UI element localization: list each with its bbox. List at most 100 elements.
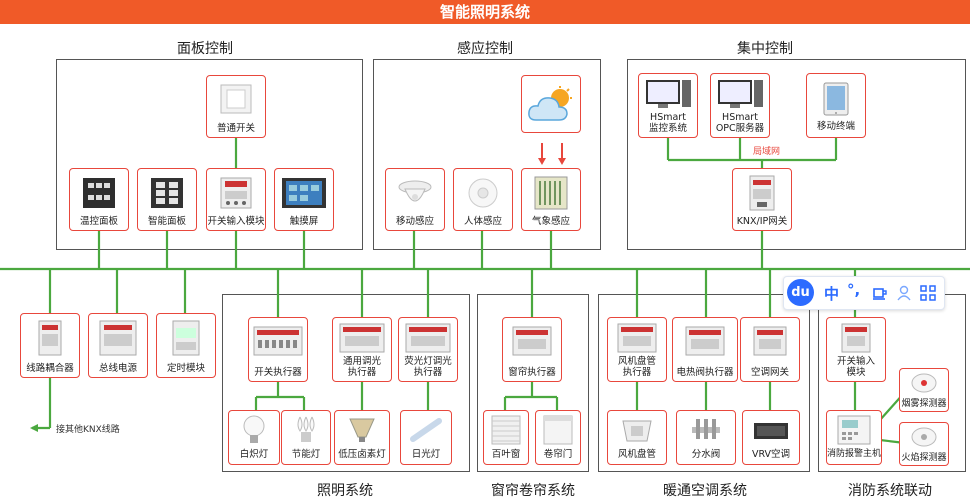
- normal-switch-device: 普通开关: [206, 75, 266, 138]
- server-pc-icon: [718, 80, 763, 108]
- timer-module-icon: [172, 320, 200, 356]
- weather-cloud-device: [521, 75, 581, 133]
- weather-station-icon: [534, 176, 568, 210]
- ime-language-button[interactable]: 中: [824, 285, 840, 303]
- vrv-ac-label: VRV空调: [751, 449, 791, 460]
- section-label-panel: 面板控制: [177, 41, 233, 57]
- lan-label: 局域网: [753, 147, 781, 157]
- vrv-ac-device: VRV空调: [742, 410, 800, 465]
- fire-alarm-host-device: 消防报警主机: [826, 410, 882, 465]
- smoke-detector-device: 烟雾探测器: [899, 368, 949, 412]
- touch-screen-icon: [282, 178, 326, 208]
- roller-door-icon: [543, 415, 573, 445]
- motion-sensor-device: 移动感应: [385, 168, 445, 231]
- bulb-icon: [243, 415, 265, 443]
- knx-ip-gateway-device: KNX/IP网关: [732, 168, 792, 231]
- hsmart-monitor-label-2: 监控系统: [648, 123, 687, 134]
- fluorescent-dimmer-icon: [405, 323, 451, 353]
- fire-alarm-host-label: 消防报警主机: [827, 449, 882, 459]
- smoke-detector-icon: [911, 373, 937, 393]
- fan-coil-actuator-icon: [617, 323, 657, 353]
- fluorescent-dimmer-label-2: 执行器: [413, 367, 443, 378]
- ac-gateway-device: 空调网关: [740, 317, 800, 382]
- fluorescent-dimmer-device: 荧光灯调光 执行器: [398, 317, 458, 382]
- section-label-lighting: 照明系统: [317, 483, 373, 499]
- section-label-central: 集中控制: [737, 41, 793, 57]
- fan-coil-device: 风机盘管: [607, 410, 667, 465]
- fan-coil-actuator-label-1: 风机盘管: [617, 356, 656, 367]
- timer-module-device: 定时模块: [156, 313, 216, 378]
- hsmart-opc-label-1: HSmart: [722, 112, 758, 123]
- hsmart-monitor-label-1: HSmart: [650, 112, 686, 123]
- line-coupler-label: 线路耦合器: [26, 363, 74, 374]
- hsmart-monitor-device: HSmart 监控系统: [638, 73, 698, 138]
- dimmer-actuator-label-1: 通用调光: [342, 356, 381, 367]
- section-label-hvac: 暖通空调系统: [663, 483, 747, 499]
- mobile-terminal-label: 移动终端: [816, 121, 855, 132]
- section-label-fire: 消防系统联动: [848, 483, 932, 499]
- fire-input-module-label-2: 模块: [846, 367, 866, 378]
- fire-input-module-icon: [841, 323, 871, 353]
- fan-coil-icon: [622, 420, 652, 442]
- incandescent-lamp-device: 白炽灯: [228, 410, 280, 465]
- cfl-lamp-device: 节能灯: [281, 410, 331, 465]
- thermo-panel-label: 温控面板: [79, 216, 118, 227]
- fire-input-module-label-1: 开关输入: [836, 356, 875, 367]
- fire-input-module-device: 开关输入 模块: [826, 317, 886, 382]
- input-module-label: 开关输入模块: [207, 216, 265, 227]
- grid-menu-icon[interactable]: [920, 285, 936, 301]
- fan-coil-actuator-label-2: 执行器: [622, 367, 652, 378]
- keypad-panel-icon: [83, 178, 115, 208]
- dimmer-actuator-device: 通用调光 执行器: [332, 317, 392, 382]
- diagram-title: 智能照明系统: [0, 0, 970, 24]
- coupler-module-icon: [38, 320, 62, 356]
- section-label-sensor: 感应控制: [457, 41, 513, 57]
- cup-icon[interactable]: [872, 285, 888, 301]
- dimmer-actuator-label-2: 执行器: [347, 367, 377, 378]
- weather-sensor-device: 气象感应: [521, 168, 581, 231]
- flame-detector-label: 火焰探测器: [901, 453, 947, 463]
- din-module-icon: [220, 177, 252, 209]
- normal-switch-label: 普通开关: [216, 123, 255, 134]
- water-valve-device: 分水阀: [676, 410, 736, 465]
- heat-valve-actuator-label: 电热阀执行器: [676, 367, 734, 378]
- ime-punctuation-button[interactable]: °,: [847, 281, 861, 299]
- blinds-device: 百叶窗: [483, 410, 529, 465]
- knx-ip-gateway-label: KNX/IP网关: [736, 216, 788, 227]
- curtain-actuator-label: 窗帘执行器: [508, 367, 556, 378]
- roller-door-label: 卷帘门: [543, 449, 573, 460]
- monitor-pc-icon: [646, 80, 691, 108]
- halogen-lamp-icon: [349, 418, 375, 442]
- flame-detector-icon: [911, 427, 937, 447]
- curtain-actuator-device: 窗帘执行器: [502, 317, 562, 382]
- wall-switch-icon: [220, 84, 252, 114]
- water-valve-icon: [692, 419, 720, 439]
- heat-valve-actuator-device: 电热阀执行器: [672, 317, 738, 382]
- thermo-panel-device: 温控面板: [69, 168, 129, 231]
- switch-actuator-label: 开关执行器: [254, 367, 302, 378]
- dimmer-actuator-icon: [339, 323, 385, 353]
- bus-power-label: 总线电源: [98, 363, 137, 374]
- human-sensor-label: 人体感应: [463, 216, 502, 227]
- smart-panel-label: 智能面板: [147, 216, 186, 227]
- blinds-icon: [491, 415, 521, 445]
- user-icon[interactable]: [896, 285, 912, 301]
- other-knx-line-label: 接其他KNX线路: [56, 425, 120, 435]
- timer-module-label: 定时模块: [166, 363, 205, 374]
- flame-detector-device: 火焰探测器: [899, 422, 949, 466]
- mobile-terminal-device: 移动终端: [806, 73, 866, 138]
- fan-coil-actuator-device: 风机盘管 执行器: [607, 317, 667, 382]
- touch-screen-label: 触摸屏: [289, 216, 319, 227]
- roller-door-device: 卷帘门: [535, 410, 581, 465]
- fluorescent-tube-device: 日光灯: [400, 410, 452, 465]
- cfl-lamp-label: 节能灯: [291, 449, 321, 460]
- motion-sensor-label: 移动感应: [395, 216, 434, 227]
- ime-logo-button[interactable]: du: [787, 279, 814, 306]
- hsmart-opc-device: HSmart OPC服务器: [710, 73, 770, 138]
- ac-gateway-label: 空调网关: [750, 367, 789, 378]
- power-supply-icon: [99, 320, 137, 356]
- line-coupler-device: 线路耦合器: [20, 313, 80, 378]
- alarm-panel-icon: [837, 415, 871, 445]
- weather-sensor-label: 气象感应: [531, 216, 570, 227]
- water-valve-label: 分水阀: [691, 449, 721, 460]
